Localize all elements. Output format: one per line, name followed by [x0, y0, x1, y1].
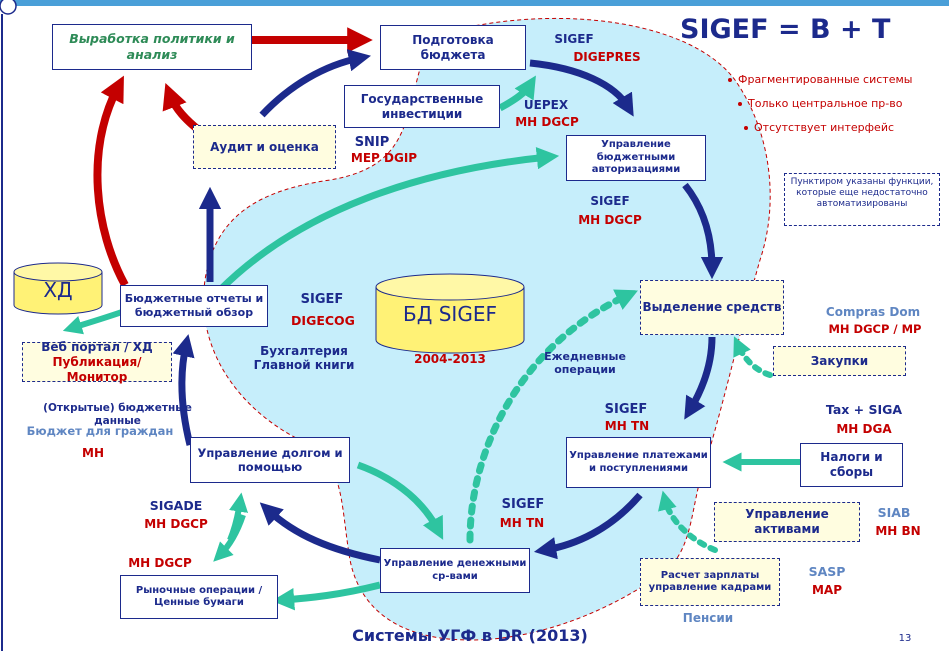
label-uepex-mh-dgcp: MH DGCP — [515, 115, 579, 129]
arrow-procurement-to-allocation — [733, 336, 773, 378]
label-snip: SNIP — [354, 135, 390, 150]
slide-title: Системы УГФ в DR (2013) — [352, 626, 588, 645]
box-budget-authorizations[interactable]: Управление бюджетными авторизациями — [566, 135, 706, 181]
label-tax-siga: Tax + SIGA — [825, 402, 903, 417]
box-policy-analysis[interactable]: Выработка политики и анализ — [52, 24, 252, 70]
label-mh-dga: MH DGA — [836, 422, 892, 436]
box-budget-authorizations-label: Управление бюджетными авторизациями — [591, 139, 681, 176]
bullet-no-interface: Отсутствует интерфейс — [754, 121, 895, 134]
box-budget-preparation-label: Подготовка бюджета — [412, 32, 494, 62]
label-compras-dom: Compras Dom — [825, 305, 921, 319]
box-public-investment[interactable]: Государственные инвестиции — [344, 85, 500, 128]
label-mep-dgip: MEP DGIP — [350, 151, 418, 165]
box-procurement-label: Закупки — [810, 353, 869, 368]
label-sigade-mh-dgcp: MH DGCP — [144, 517, 208, 531]
arrow-auth-to-allocation — [682, 182, 724, 280]
page-number: 13 — [898, 633, 912, 644]
label-siab: SIAB — [877, 505, 911, 520]
label-citizen-budget: Бюджет для граждан — [26, 424, 174, 438]
label-daily-operations: Ежедневные операции — [544, 350, 626, 377]
label-digecog: DIGECOG — [291, 313, 355, 328]
arrow-cash-to-debt — [259, 502, 381, 564]
database-label: БД SIGEF — [403, 302, 497, 326]
label-sasp: SASP — [808, 564, 846, 579]
database-cylinder — [375, 273, 525, 354]
label-sigef-cash: SIGEF — [501, 497, 545, 512]
arrow-debt-to-cash — [356, 461, 444, 540]
label-payments-mh-tn: MH TN — [604, 419, 650, 433]
box-budget-preparation[interactable]: Подготовка бюджета — [380, 25, 526, 70]
label-cash-mh-tn: MH TN — [499, 516, 545, 530]
bullet-dot — [744, 126, 748, 130]
label-uepex: UEPEX — [523, 98, 569, 112]
box-web-portal-label: Веб портал / ХД — [41, 339, 153, 354]
arrow-audit-to-budget — [259, 49, 371, 118]
label-sigef-auth: SIGEF — [590, 194, 630, 208]
hd-cylinder — [13, 262, 103, 315]
top-accent-bar — [0, 0, 949, 6]
arrow-payments-to-cash — [533, 492, 643, 560]
label-sigef-accounting: SIGEF — [300, 292, 344, 307]
box-cash-management-label: Управление денежными ср-вами — [383, 558, 527, 582]
box-public-investment-label: Государственные инвестиции — [360, 91, 484, 121]
label-digepres: DIGEPRES — [573, 50, 641, 64]
arrow-debt-to-reports — [172, 334, 195, 446]
arrow-reports-to-auth — [217, 146, 560, 293]
arrow-reports-to-policy — [93, 75, 129, 287]
box-market-operations-label: Рыночные операции / Ценные бумаги — [135, 584, 263, 609]
bullet-dot — [728, 78, 732, 82]
box-web-portal[interactable]: Веб портал / ХД Публикация/ Монитор — [22, 339, 172, 384]
box-asset-management-label: Управление активами — [745, 507, 829, 536]
box-market-operations[interactable]: Рыночные операции / Ценные бумаги — [120, 575, 278, 619]
label-market-mh-dgcp: MH DGCP — [128, 556, 192, 570]
label-compras-mh: MH DGCP / MP — [828, 322, 922, 336]
arrow-budget-to-auth — [529, 59, 634, 117]
label-sigef-budget: SIGEF — [554, 32, 594, 46]
box-procurement[interactable]: Закупки — [773, 346, 906, 376]
box-payroll-hr[interactable]: Расчет зарплаты управление кадрами — [640, 558, 780, 606]
bullet-dot — [738, 102, 742, 106]
label-open-budget-data: (Открытые) бюджетные данные — [43, 402, 192, 427]
label-sigef-payments: SIGEF — [604, 402, 648, 417]
box-asset-management[interactable]: Управление активами — [714, 502, 860, 542]
label-auth-mh-dgcp: MH DGCP — [578, 213, 642, 227]
hd-label: ХД — [43, 278, 73, 302]
arrow-cash-to-market — [271, 581, 381, 611]
slide-heading: SIGEF = B + T — [680, 14, 891, 45]
box-audit-evaluation-label: Аудит и оценка — [210, 139, 319, 154]
label-general-ledger: Бухгалтерия Главной книги — [253, 344, 355, 373]
arrow-daily-operations — [466, 289, 639, 544]
logo-circle — [0, 0, 17, 15]
box-taxes-fees-label: Налоги и сборы — [820, 450, 883, 479]
bullet-fragmented: Фрагментированные системы — [738, 73, 913, 86]
box-debt-management-label: Управление долгом и помощью — [197, 445, 343, 474]
box-payments-receipts[interactable]: Управление платежами и поступлениями — [566, 437, 711, 488]
box-web-portal-publication: Публикация/ Монитор — [52, 354, 142, 384]
bullet-central-gov: Только центральное пр-во — [748, 97, 903, 110]
box-budget-reports-label: Бюджетные отчеты и бюджетный обзор — [124, 292, 264, 319]
box-funds-allocation-label: Выделение средств — [642, 300, 782, 314]
box-taxes-fees[interactable]: Налоги и сборы — [800, 443, 903, 487]
box-funds-allocation[interactable]: Выделение средств — [640, 280, 784, 335]
box-payments-receipts-label: Управление платежами и поступлениями — [569, 450, 708, 474]
arrow-allocation-to-payments — [684, 336, 716, 420]
arrow-debt-to-market-down — [213, 514, 246, 562]
label-pensions: Пенсии — [682, 611, 734, 625]
database-years: 2004-2013 — [414, 352, 486, 366]
arrow-invest-to-budget — [498, 75, 536, 112]
arrow-payroll-to-payments — [658, 490, 718, 553]
box-audit-evaluation[interactable]: Аудит и оценка — [193, 125, 336, 169]
box-policy-analysis-label: Выработка политики и анализ — [69, 31, 235, 62]
legend-note: Пунктиром указаны функции, которые еще н… — [784, 173, 940, 226]
label-map: MAP — [811, 583, 843, 597]
label-mh: MH — [82, 446, 104, 460]
box-budget-reports[interactable]: Бюджетные отчеты и бюджетный обзор — [120, 285, 268, 327]
box-cash-management[interactable]: Управление денежными ср-вами — [380, 548, 530, 593]
label-sigade: SIGADE — [149, 498, 203, 513]
box-payroll-hr-label: Расчет зарплаты управление кадрами — [648, 569, 772, 594]
box-debt-management[interactable]: Управление долгом и помощью — [190, 437, 350, 483]
label-mh-bn: MH BN — [875, 524, 921, 538]
